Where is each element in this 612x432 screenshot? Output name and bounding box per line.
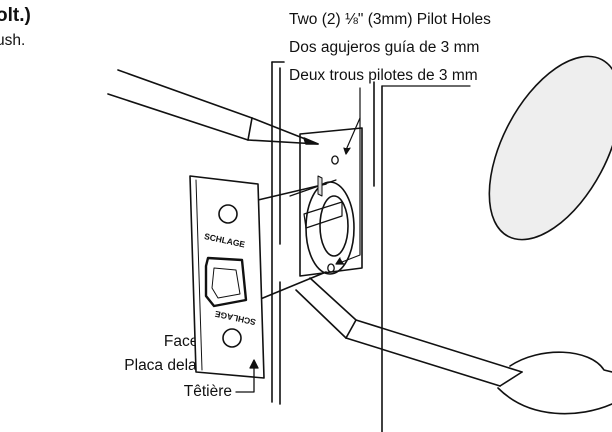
pilot-hole-leader-arrows xyxy=(335,87,361,265)
pilot-holes-label-en: Two (2) ⅛" (3mm) Pilot Holes xyxy=(289,11,491,28)
faceplate-leader-line xyxy=(235,359,259,393)
latch-body xyxy=(257,175,355,301)
pilot-holes-label-fr: Deux trous pilotes de 3 mm xyxy=(289,67,478,84)
edge-mortise-plate xyxy=(299,127,363,277)
pilot-holes-label-es: Dos agujeros guía de 3 mm xyxy=(289,39,480,56)
pencil xyxy=(107,69,319,145)
knob-outline xyxy=(488,55,612,241)
screwdriver xyxy=(295,277,612,415)
step-text-fragment: ush. xyxy=(0,32,26,49)
step-heading-fragment: olt.) xyxy=(0,5,31,26)
pilot-hole-lower xyxy=(327,263,335,273)
faceplate-label-fr: Têtière xyxy=(183,383,232,400)
pilot-hole-upper xyxy=(331,155,339,165)
faceplate xyxy=(189,175,265,379)
door-edge xyxy=(271,61,383,432)
